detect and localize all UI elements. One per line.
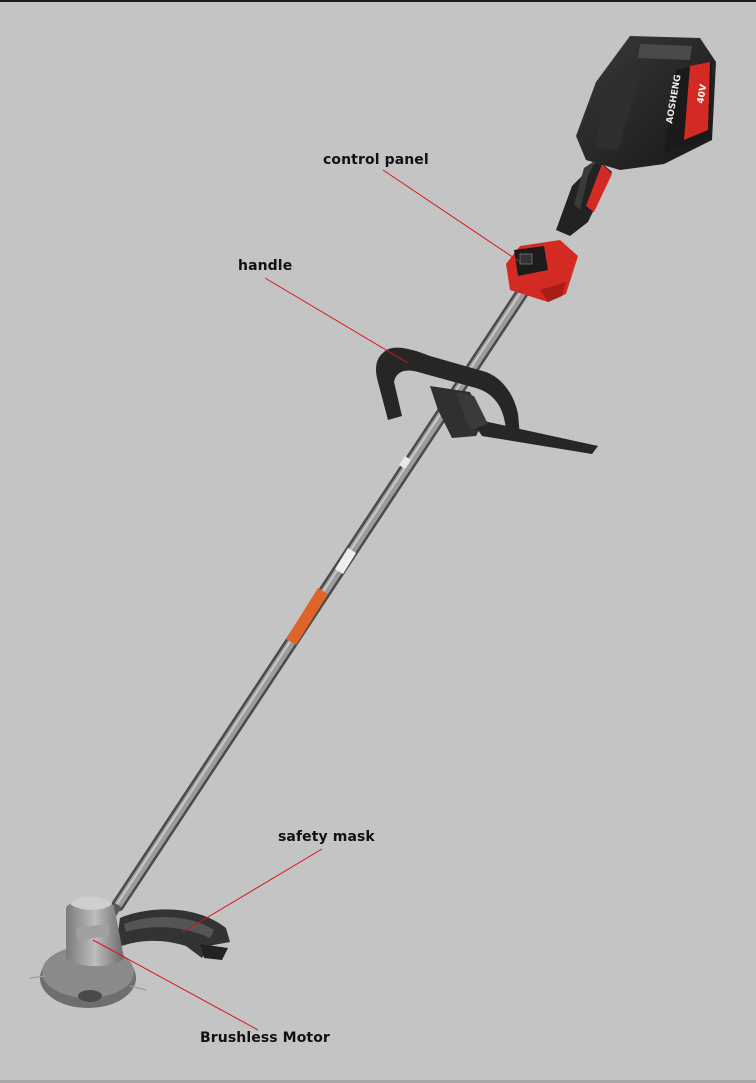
label-safety-mask: safety mask [278,829,375,845]
callout-line-safety-mask [182,848,323,933]
callout-lines [92,169,521,1031]
battery-pack: AOSHENG 40V [576,36,716,170]
rear-grip [556,160,612,236]
safety-guard [116,909,230,960]
bottom-border [0,1080,756,1083]
label-handle: handle [238,258,293,274]
top-border [0,0,756,2]
label-control-panel: control panel [323,152,429,168]
battery-voltage: 40V [696,84,709,105]
motor-head [29,896,147,1008]
callout-line-brushless-motor [92,939,259,1031]
shaft-label-decal [286,456,411,645]
loop-handle [376,347,598,454]
callout-line-handle [264,277,409,364]
shaft [111,251,552,912]
label-brushless-motor: Brushless Motor [200,1030,330,1046]
control-panel-housing [506,240,578,302]
callout-line-control-panel [382,169,521,263]
